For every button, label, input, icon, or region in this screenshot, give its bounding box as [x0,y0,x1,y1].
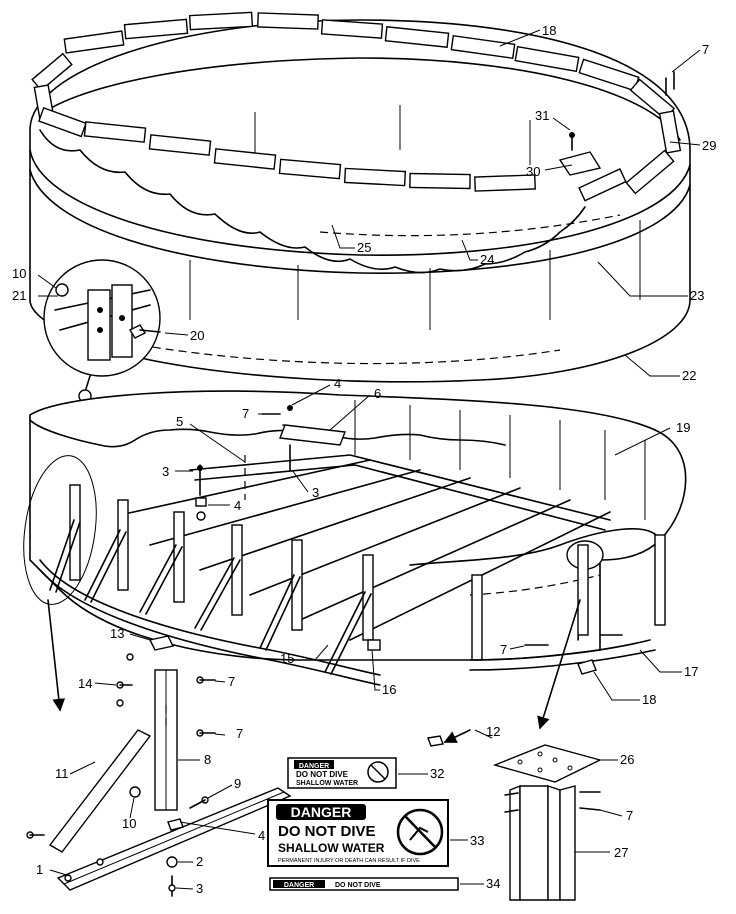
label-13: 13 [110,626,124,641]
label-9: 9 [234,776,241,791]
label-2: 2 [196,854,203,869]
uprights-and-braces [39,405,666,686]
label-16: 16 [382,682,396,697]
label-10: 10 [122,816,136,831]
label-4: 4 [258,828,265,843]
label-14: 14 [78,676,92,691]
label-1: 1 [36,862,43,877]
label-4: 4 [334,376,341,391]
label-3: 3 [312,485,319,500]
label-7: 7 [228,674,235,689]
detail-ellipse-left [23,455,97,712]
sign-32-line2: SHALLOW WATER [296,780,358,787]
label-11: 11 [55,766,69,781]
label-23: 23 [690,288,704,303]
label-3: 3 [162,464,169,479]
sign-33-line2: SHALLOW WATER [278,841,385,855]
danger-sign-34: DANGER DO NOT DIVE [269,877,459,891]
sign-32-line1: DO NOT DIVE [296,770,349,779]
label-22: 22 [682,368,696,383]
label-31: 31 [535,108,549,123]
sign-34-line1: DO NOT DIVE [335,882,381,889]
upper-liner-assembly [29,19,691,383]
exploded-corner-upright [492,744,602,901]
label-19: 19 [676,420,690,435]
label-10: 10 [12,266,26,281]
label-17: 17 [684,664,698,679]
label-29: 29 [702,138,716,153]
danger-sign-33: DANGER DO NOT DIVE SHALLOW WATER PERMANE… [267,799,449,867]
rail-cap-30-31 [558,71,675,176]
label-30: 30 [526,164,540,179]
label-7: 7 [236,726,243,741]
label-8: 8 [204,752,211,767]
label-24: 24 [480,252,494,267]
detail-circle-upper [43,259,161,403]
danger-sign-32: DANGER DO NOT DIVE SHALLOW WATER [287,757,397,789]
label-6: 6 [374,386,381,401]
label-20: 20 [190,328,204,343]
part-number-labels: 18 7 31 29 30 25 24 23 22 10 21 20 4 6 7… [12,23,716,896]
label-18: 18 [642,692,656,707]
label-21: 21 [12,288,26,303]
label-12: 12 [486,724,500,739]
label-3: 3 [196,881,203,896]
label-7: 7 [242,406,249,421]
label-5: 5 [176,414,183,429]
label-26: 26 [620,752,634,767]
label-28: 18 [542,23,556,38]
label-7: 7 [500,642,507,657]
label-4: 4 [234,498,241,513]
leader-lines [37,29,701,890]
label-15: 15 [280,651,294,666]
exploded-upright-assembly [26,635,292,897]
sign-32-header: DANGER [299,763,329,770]
label-32: 32 [430,766,444,781]
sign-33-line1: DO NOT DIVE [278,823,376,840]
label-7: 7 [702,42,709,57]
label-25: 25 [357,240,371,255]
label-7: 7 [626,808,633,823]
label-27: 27 [614,845,628,860]
label-34: 34 [486,876,500,891]
sign-34-header: DANGER [284,882,314,889]
label-33: 33 [470,833,484,848]
sign-33-header: DANGER [291,804,352,820]
sign-33-fine-print: PERMANENT INJURY OR DEATH CAN RESULT IF … [278,858,420,864]
top-rails [31,11,682,202]
